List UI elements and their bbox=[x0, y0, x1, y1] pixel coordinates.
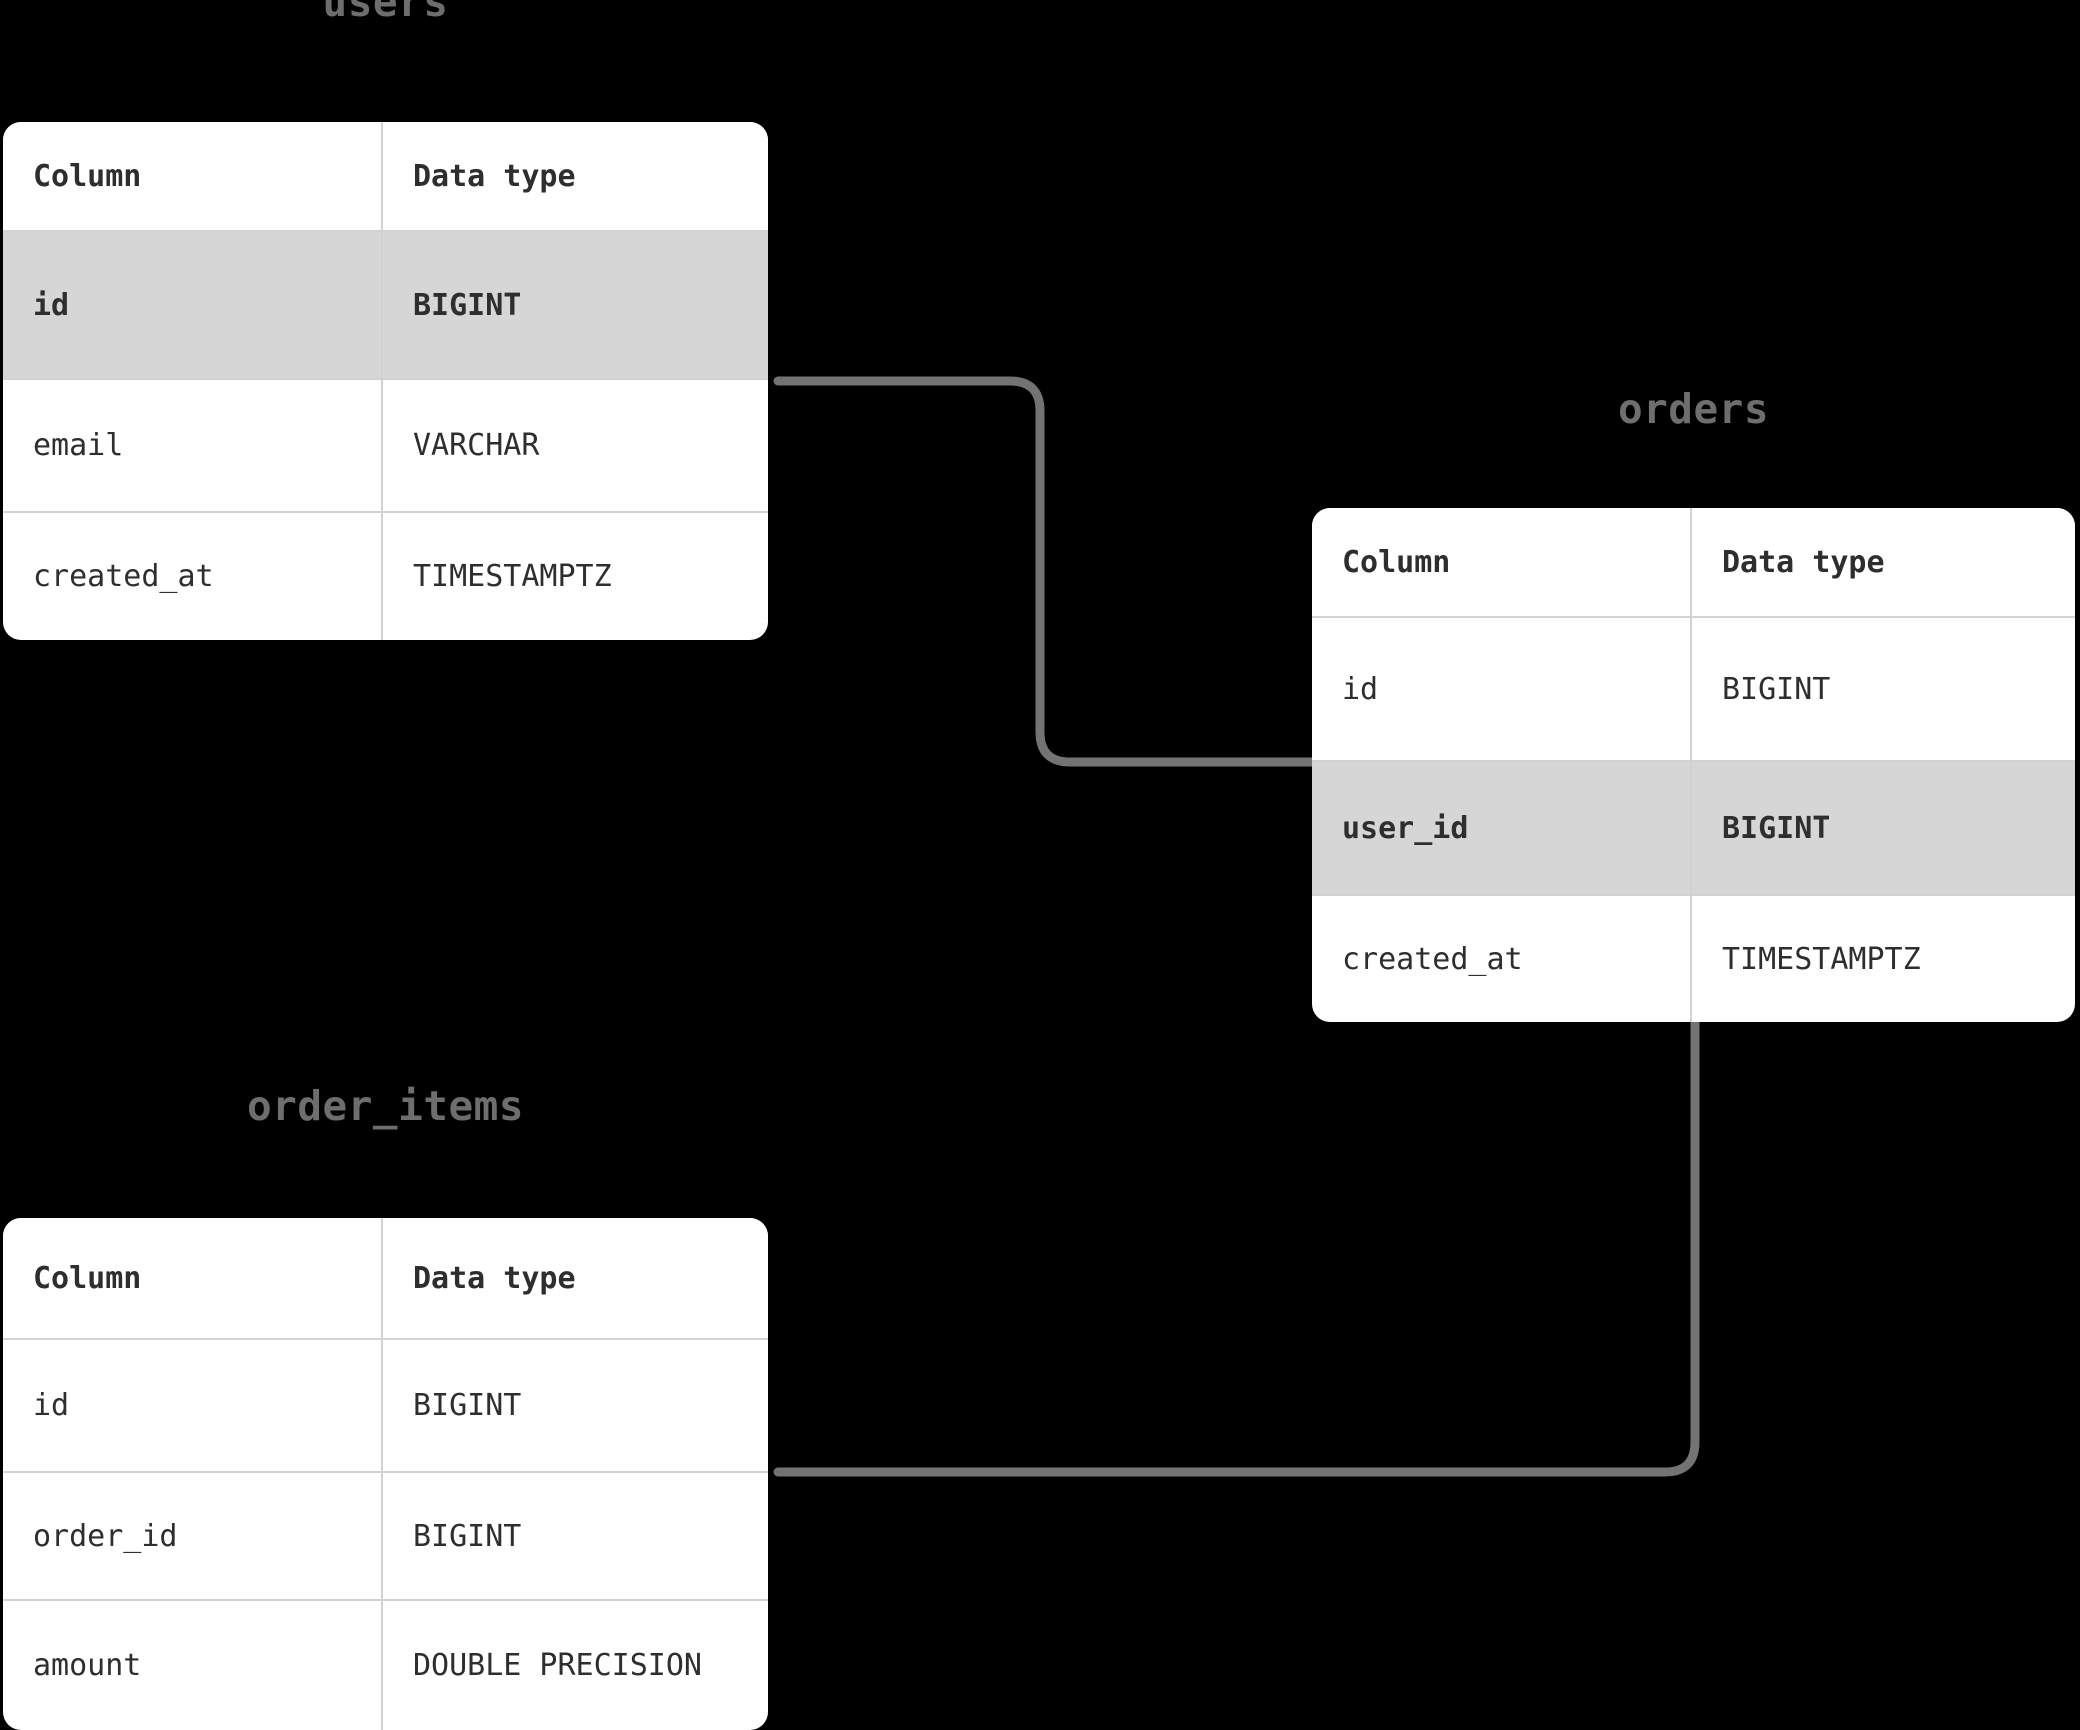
table-title-order-items: order_items bbox=[246, 1082, 525, 1130]
table-title-users: users bbox=[322, 0, 449, 26]
row-column-name: created_at bbox=[1312, 896, 1692, 1022]
connector-orders-order-items bbox=[773, 1017, 1700, 1477]
header-cell-data-type: Data type bbox=[1722, 544, 1885, 580]
row-data-type: TIMESTAMPTZ bbox=[1722, 941, 1921, 977]
table-row[interactable]: order_id BIGINT bbox=[3, 1473, 768, 1601]
row-data-type: BIGINT bbox=[1722, 810, 1831, 846]
row-data-type: BIGINT bbox=[413, 1388, 522, 1423]
table-row[interactable]: user_id BIGINT bbox=[1312, 762, 2075, 896]
table-row[interactable]: email VARCHAR bbox=[3, 380, 768, 513]
row-data-type: DOUBLE PRECISION bbox=[413, 1648, 702, 1683]
table-row[interactable]: created_at TIMESTAMPTZ bbox=[1312, 896, 2075, 1022]
row-column-name: id bbox=[3, 232, 383, 378]
row-column-name: amount bbox=[3, 1601, 383, 1730]
row-data-type: VARCHAR bbox=[413, 428, 540, 463]
table-row[interactable]: id BIGINT bbox=[3, 1340, 768, 1473]
header-cell-column: Column bbox=[3, 1218, 383, 1338]
row-data-type: BIGINT bbox=[413, 287, 522, 323]
row-data-type: TIMESTAMPTZ bbox=[413, 559, 612, 594]
row-data-type: BIGINT bbox=[413, 1518, 522, 1554]
table-row[interactable]: created_at TIMESTAMPTZ bbox=[3, 513, 768, 640]
row-column-name: id bbox=[1312, 618, 1692, 760]
row-column-name: order_id bbox=[3, 1473, 383, 1599]
table-header-row: Column Data type bbox=[1312, 508, 2075, 618]
row-data-type: BIGINT bbox=[1722, 671, 1831, 707]
row-column-name: user_id bbox=[1312, 762, 1692, 894]
header-cell-column: Column bbox=[1312, 508, 1692, 616]
entity-card-order-items[interactable]: Column Data type id BIGINT order_id BIGI… bbox=[3, 1218, 768, 1730]
table-title-orders: orders bbox=[1617, 385, 1770, 433]
header-cell-data-type: Data type bbox=[413, 158, 576, 194]
row-column-name: created_at bbox=[3, 513, 383, 640]
header-cell-data-type: Data type bbox=[413, 1260, 576, 1296]
entity-card-users[interactable]: Column Data type id BIGINT email VARCHAR… bbox=[3, 122, 768, 640]
header-cell-column: Column bbox=[3, 122, 383, 230]
entity-card-orders[interactable]: Column Data type id BIGINT user_id BIGIN… bbox=[1312, 508, 2075, 1022]
table-header-row: Column Data type bbox=[3, 1218, 768, 1340]
row-column-name: id bbox=[3, 1340, 383, 1471]
table-header-row: Column Data type bbox=[3, 122, 768, 232]
row-column-name: email bbox=[3, 380, 383, 511]
table-row[interactable]: amount DOUBLE PRECISION bbox=[3, 1601, 768, 1730]
table-row[interactable]: id BIGINT bbox=[3, 232, 768, 380]
table-row[interactable]: id BIGINT bbox=[1312, 618, 2075, 762]
connector-users-orders bbox=[773, 376, 1317, 767]
